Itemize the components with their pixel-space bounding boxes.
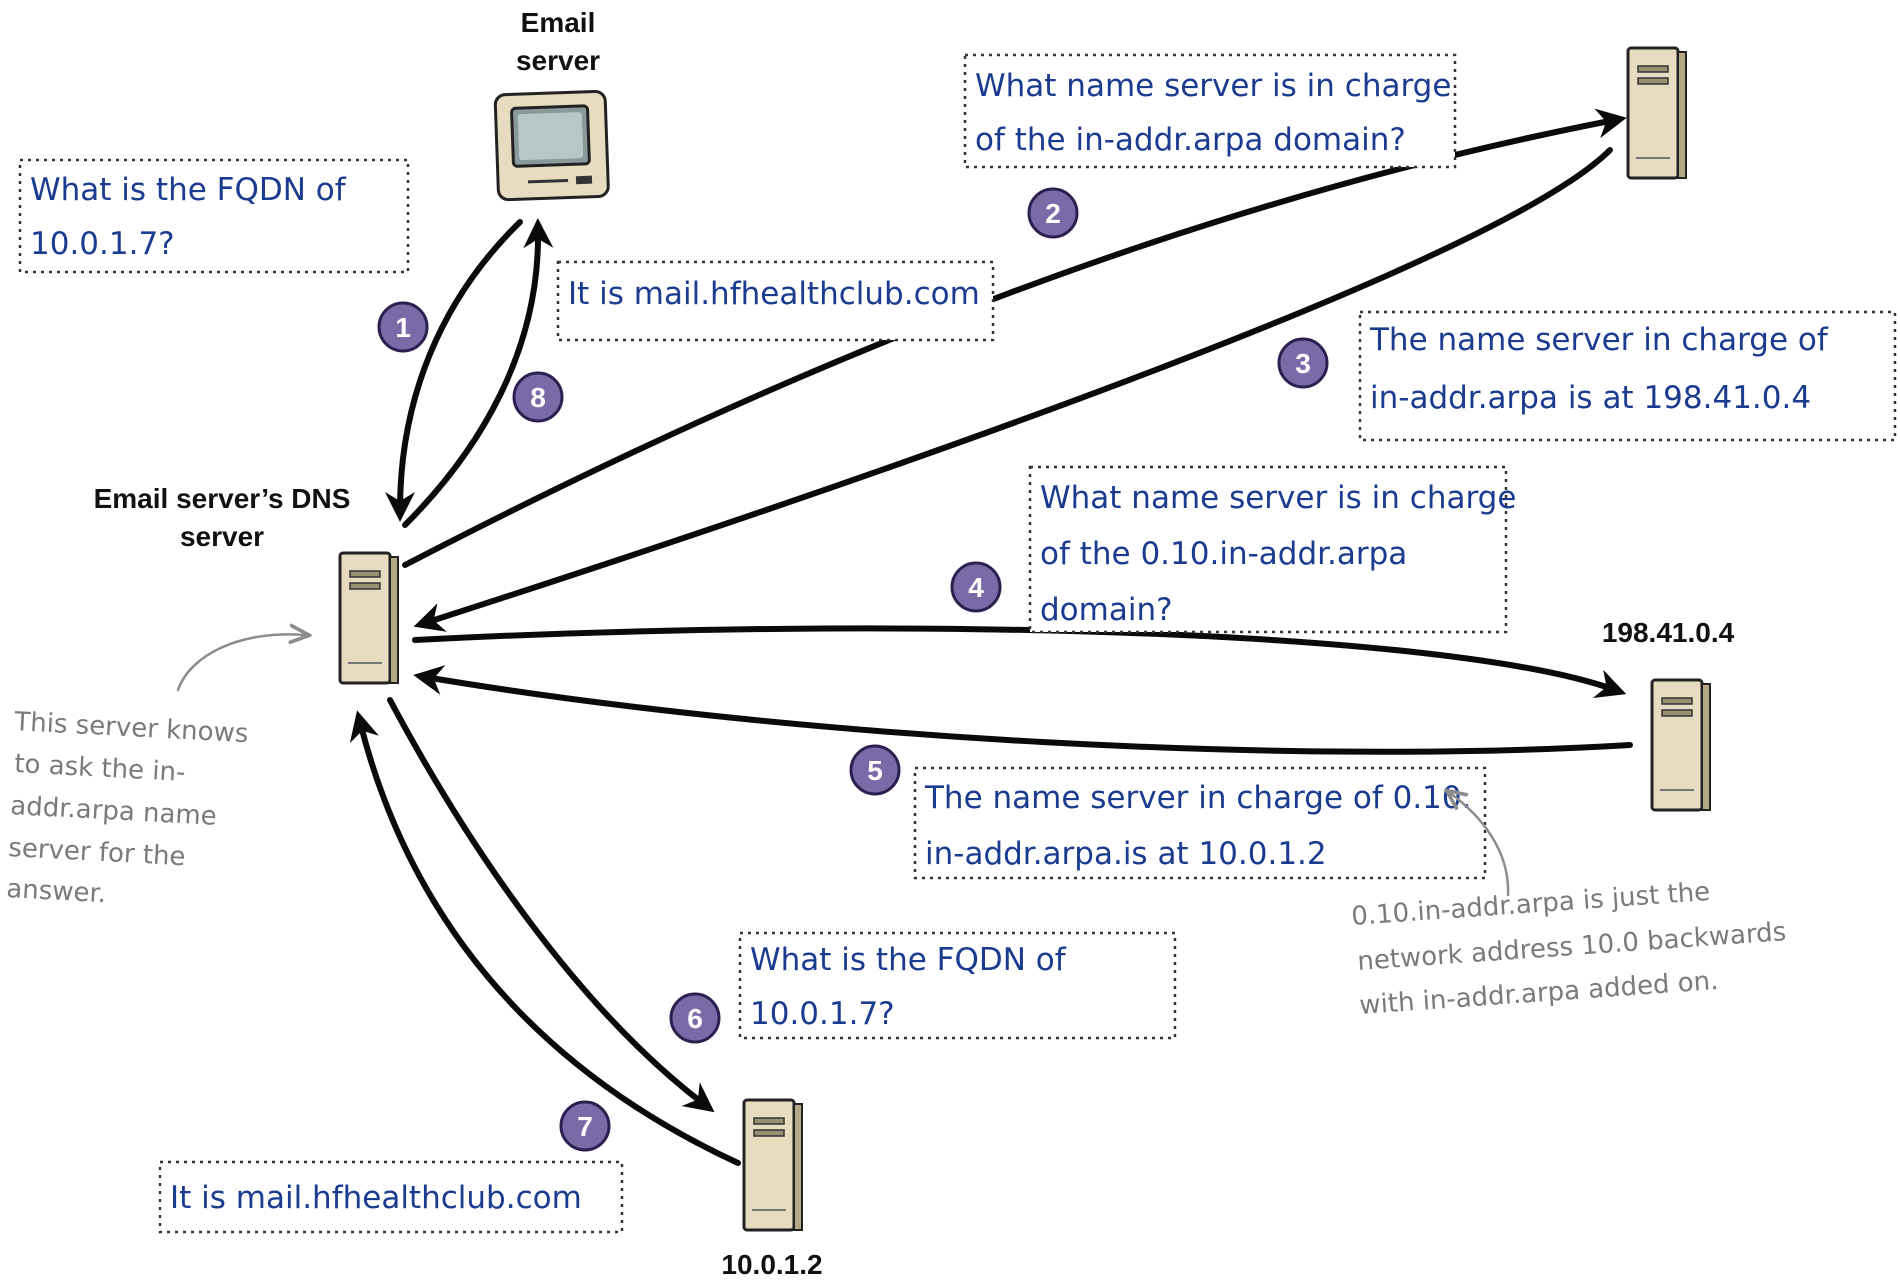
message-line: The name server in charge of: [1369, 322, 1829, 358]
note-line: with in-addr.arpa added on.: [1358, 966, 1719, 1021]
step-badge-2: 2: [1027, 187, 1079, 239]
note-line: 0.10.in-addr.arpa is just the: [1350, 877, 1711, 932]
message-line: What is the FQDN of: [30, 172, 347, 208]
svg-text:8: 8: [530, 382, 546, 413]
server-tower-icon: [1626, 46, 1688, 180]
step-badge-6: 6: [669, 992, 721, 1044]
server-10-0-1-2: 10.0.1.2: [721, 1098, 823, 1280]
arrow-step-8: [402, 218, 554, 528]
message-line: domain?: [1040, 592, 1173, 628]
arrow-step-5: [413, 665, 1633, 755]
note-pointer-arrow: [176, 634, 305, 692]
message-line: It is mail.hfhealthclub.com: [170, 1180, 582, 1216]
note-pointer-arrow: [1450, 793, 1510, 897]
arrow-step-4: [412, 625, 1627, 698]
message-line: What name server is in charge: [975, 68, 1451, 104]
server-ip-label: 10.0.1.2: [721, 1249, 822, 1280]
svg-text:7: 7: [577, 1111, 593, 1142]
note-line: server for the: [8, 833, 187, 872]
arrow-step-3: [413, 147, 1613, 632]
email-dns-server: Email server’s DNS server: [94, 483, 400, 685]
step-badges: 1 2 3 4 5 6 7 8: [377, 187, 1329, 1152]
message-line: What is the FQDN of: [750, 942, 1067, 978]
message-line: The name server in charge of 0.10.: [924, 780, 1471, 816]
desktop-computer-icon: [493, 90, 610, 202]
server-tower-icon: [1650, 678, 1712, 812]
note-line: to ask the in-: [14, 749, 187, 788]
email-server-label: Email: [521, 7, 596, 38]
arrow-step-1: [385, 219, 523, 522]
step-badge-3: 3: [1277, 337, 1329, 389]
note-line: This server knows: [13, 707, 249, 749]
message-line: It is mail.hfhealthclub.com: [568, 276, 980, 312]
server-198-41-0-4: 198.41.0.4: [1602, 617, 1735, 812]
step-badge-7: 7: [559, 1100, 611, 1152]
svg-text:4: 4: [968, 572, 984, 603]
step-badge-5: 5: [849, 744, 901, 796]
message-box-4: What name server is in charge of the 0.1…: [1028, 465, 1516, 634]
svg-text:5: 5: [867, 755, 883, 786]
message-line: in-addr.arpa.is at 10.0.1.2: [925, 836, 1327, 872]
message-box-7: It is mail.hfhealthclub.com: [158, 1160, 624, 1234]
arrow-step-6: [387, 697, 715, 1113]
note-line: answer.: [6, 874, 107, 909]
message-line: of the 0.10.in-addr.arpa: [1040, 536, 1407, 572]
step-badge-1: 1: [377, 301, 429, 353]
message-line: What name server is in charge: [1040, 480, 1516, 516]
email-server-label: server: [516, 45, 600, 76]
step-badge-4: 4: [950, 561, 1002, 613]
message-box-2: What name server is in charge of the in-…: [963, 53, 1457, 169]
svg-text:6: 6: [687, 1003, 703, 1034]
svg-text:3: 3: [1295, 348, 1311, 379]
email-server: Email server: [493, 7, 610, 202]
arrow-step-7: [349, 710, 741, 1166]
message-line: 10.0.1.7?: [30, 226, 175, 262]
flow-arrows: [349, 108, 1633, 1166]
svg-text:1: 1: [395, 312, 411, 343]
step-badge-8: 8: [512, 371, 564, 423]
note-line: addr.arpa name: [10, 791, 218, 832]
dns-server-note: This server knows to ask the in- addr.ar…: [6, 634, 305, 909]
message-box-8: It is mail.hfhealthclub.com: [556, 260, 995, 342]
message-line: of the in-addr.arpa domain?: [975, 122, 1406, 158]
message-box-6: What is the FQDN of 10.0.1.7?: [738, 931, 1177, 1040]
server-tower-icon: [742, 1098, 804, 1232]
message-line: in-addr.arpa is at 198.41.0.4: [1370, 380, 1811, 416]
message-box-1: What is the FQDN of 10.0.1.7?: [18, 158, 410, 274]
message-box-3: The name server in charge of in-addr.arp…: [1358, 310, 1897, 442]
email-dns-server-label: server: [180, 521, 264, 552]
email-dns-server-label: Email server’s DNS: [94, 483, 351, 514]
message-line: 10.0.1.7?: [750, 996, 895, 1032]
in-addr-arpa-server: [1626, 46, 1688, 180]
message-box-5: The name server in charge of 0.10. in-ad…: [913, 766, 1487, 880]
server-tower-icon: [338, 551, 400, 685]
svg-text:2: 2: [1045, 198, 1061, 229]
server-ip-label: 198.41.0.4: [1602, 617, 1735, 648]
